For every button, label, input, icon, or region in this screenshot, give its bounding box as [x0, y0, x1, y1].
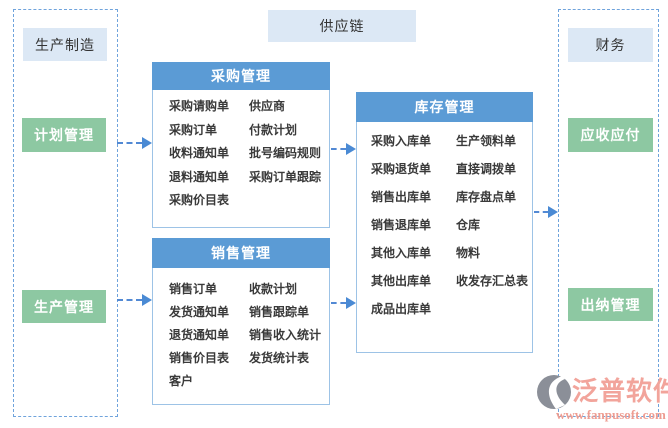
plan-management-node: 计划管理: [22, 118, 106, 152]
production-manufacturing-panel: [13, 9, 118, 417]
list-item: 销售订单: [169, 282, 218, 296]
purchase-management-module: 采购管理 采购请购单 采购订单 收料通知单 退料通知单 采购价目表 供应商 付款…: [152, 62, 330, 228]
list-item: 销售出库单: [371, 190, 432, 204]
list-item: 仓库: [456, 218, 481, 232]
arrow-purchase-to-inventory: [331, 143, 356, 155]
list-item: 销售价目表: [169, 351, 230, 365]
list-item: 销售退库单: [371, 218, 432, 232]
list-item: 发货通知单: [169, 305, 230, 319]
list-item: 采购请购单: [169, 99, 230, 113]
inventory-management-module: 库存管理 采购入库单 采购退货单 销售出库单 销售退库单 其他入库单 其他出库单…: [356, 92, 533, 353]
list-item: 库存盘点单: [456, 190, 517, 204]
list-item: 收发存汇总表: [456, 274, 529, 288]
list-item: 成品出库单: [371, 302, 432, 316]
list-item: 退料通知单: [169, 169, 230, 184]
vendor-url[interactable]: www.fanpusoft.com: [556, 407, 666, 422]
vendor-logo: 泛普软件 www.fanpusoft.com: [536, 374, 668, 423]
list-item: 发货统计表: [249, 351, 310, 365]
list-item: 收料通知单: [169, 146, 230, 160]
fanpu-logo-icon: [536, 374, 572, 410]
list-item: 销售跟踪单: [249, 305, 310, 319]
production-management-node: 生产管理: [22, 290, 106, 323]
list-item: 供应商: [249, 99, 286, 113]
vendor-name: 泛普软件: [572, 377, 668, 407]
list-item: 物料: [456, 246, 481, 260]
list-item: 生产领料单: [456, 134, 517, 148]
list-item: 采购订单: [169, 122, 218, 137]
supply-chain-title: 供应链: [268, 10, 416, 42]
arrow-inventory-to-finance: [534, 206, 558, 218]
list-item: 其他入库单: [371, 246, 432, 260]
purchase-management-title: 采购管理: [152, 62, 330, 90]
production-manufacturing-label: 生产制造: [23, 28, 107, 61]
sales-management-title: 销售管理: [152, 238, 330, 268]
list-item: 直接调拨单: [456, 162, 517, 176]
list-item: 退货通知单: [169, 328, 230, 342]
arrow-production-to-sales: [117, 294, 152, 306]
list-item: 采购退货单: [371, 162, 432, 176]
arrow-plan-to-purchase: [117, 137, 152, 149]
sales-management-items: 销售订单 发货通知单 退货通知单 销售价目表 客户 收款计划 销售跟踪单 销售收…: [153, 268, 329, 393]
inventory-management-title: 库存管理: [356, 92, 533, 122]
purchase-management-items: 采购请购单 采购订单 收料通知单 退料通知单 采购价目表 供应商 付款计划 批号…: [153, 90, 329, 213]
list-item: 销售收入统计: [249, 328, 322, 342]
list-item: 采购订单跟踪: [249, 169, 322, 184]
inventory-management-items: 采购入库单 采购退货单 销售出库单 销售退库单 其他入库单 其他出库单 成品出库…: [357, 122, 532, 323]
receivable-payable-node: 应收应付: [568, 118, 653, 152]
list-item: 其他出库单: [371, 274, 432, 288]
cashier-management-node: 出纳管理: [568, 288, 653, 321]
list-item: 收款计划: [249, 282, 298, 296]
finance-panel: [558, 9, 659, 417]
arrow-sales-to-inventory: [331, 297, 356, 309]
list-item: 客户: [169, 374, 194, 388]
sales-management-module: 销售管理 销售订单 发货通知单 退货通知单 销售价目表 客户 收款计划 销售跟踪…: [152, 238, 330, 405]
list-item: 采购价目表: [169, 193, 230, 207]
list-item: 批号编码规则: [249, 146, 322, 160]
list-item: 采购入库单: [371, 134, 432, 148]
finance-label: 财务: [568, 28, 653, 62]
list-item: 付款计划: [249, 122, 298, 137]
